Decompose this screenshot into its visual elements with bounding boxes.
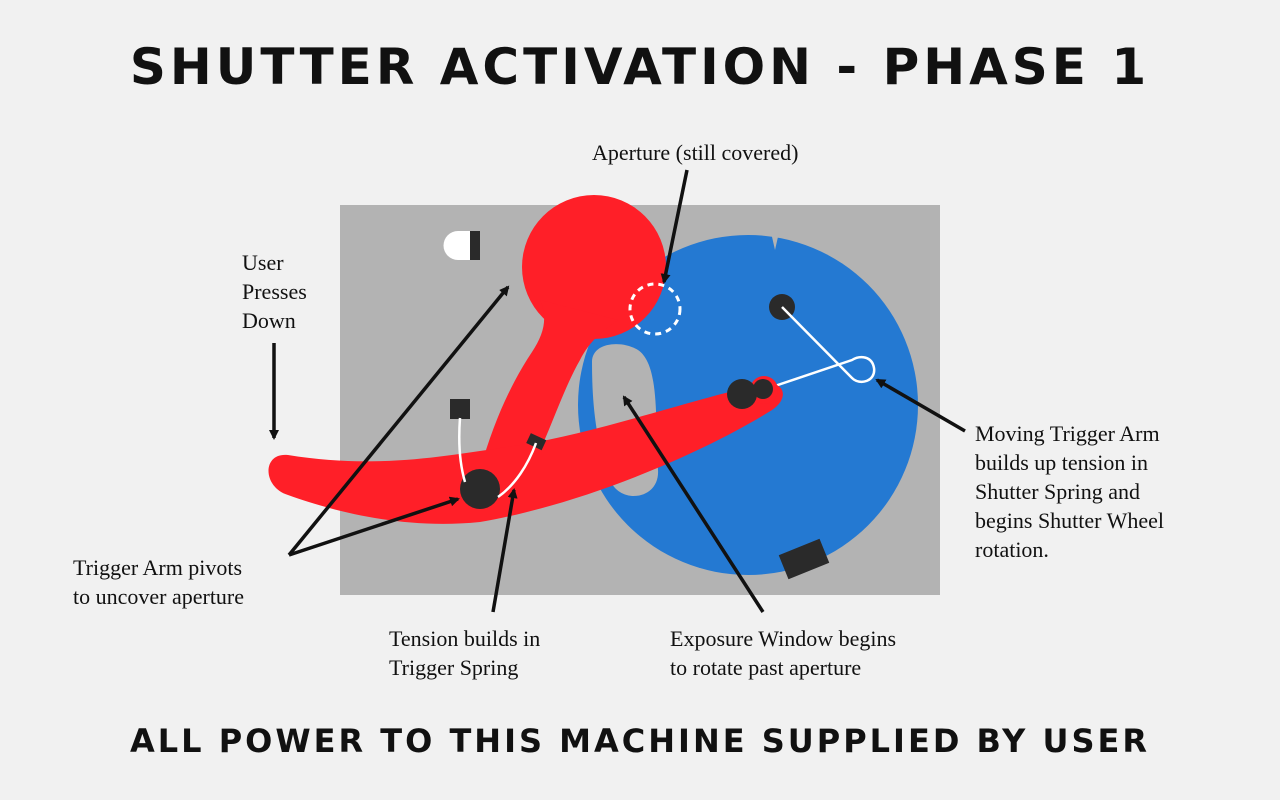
trigger-pivot-parts <box>450 379 773 509</box>
label-line: Tension builds in <box>389 626 541 651</box>
stop-pin <box>443 231 480 260</box>
label-line: builds up tension in <box>975 450 1148 475</box>
aperture <box>628 282 682 336</box>
arm-tip-pin <box>753 379 773 399</box>
footer-note: ALL POWER TO THIS MACHINE SUPPLIED BY US… <box>130 722 1150 760</box>
trigger-spring-anchor <box>450 399 470 419</box>
label-exposure-window: Exposure Window begins to rotate past ap… <box>670 624 896 682</box>
label-line: Trigger Arm pivots <box>73 555 243 580</box>
arrow-trigger-spring <box>491 488 518 613</box>
arrow-aperture <box>660 169 689 284</box>
label-line: Presses <box>242 279 307 304</box>
trigger-spring <box>457 417 538 499</box>
wheel-pivot <box>727 379 757 409</box>
label-line: begins Shutter Wheel <box>975 508 1164 533</box>
label-line: rotation. <box>975 537 1049 562</box>
label-line: to uncover aperture <box>73 584 245 609</box>
label-line: Trigger Spring <box>389 655 519 680</box>
label-line: Exposure Window begins <box>670 626 897 651</box>
shutter-spring <box>762 306 876 392</box>
label-tension-builds: Tension builds in Trigger Spring <box>389 624 540 682</box>
label-line: Moving Trigger Arm <box>975 421 1160 446</box>
label-line: to rotate past aperture <box>670 655 862 680</box>
label-user-presses: User Presses Down <box>242 248 307 335</box>
label-line: Shutter Spring and <box>975 479 1140 504</box>
label-line: User <box>242 250 284 275</box>
arrow-exposure-window <box>622 395 765 613</box>
trigger-arm <box>268 195 783 524</box>
arrow-trigger-pivot-up <box>287 285 510 557</box>
trigger-spring-clip <box>526 433 547 451</box>
label-trigger-arm-pivots: Trigger Arm pivots to uncover aperture <box>73 553 244 611</box>
callout-arrows <box>269 169 966 613</box>
diagram-title: SHUTTER ACTIVATION - PHASE 1 <box>129 38 1151 96</box>
label-aperture: Aperture (still covered) <box>592 140 799 165</box>
label-moving-trigger-arm: Moving Trigger Arm builds up tension in … <box>975 419 1164 564</box>
arrow-shutter-spring <box>875 378 966 433</box>
label-line: Down <box>242 308 296 333</box>
arrow-trigger-pivot-right <box>288 496 460 557</box>
wheel-stop-block <box>778 538 830 580</box>
trigger-pivot <box>460 469 500 509</box>
